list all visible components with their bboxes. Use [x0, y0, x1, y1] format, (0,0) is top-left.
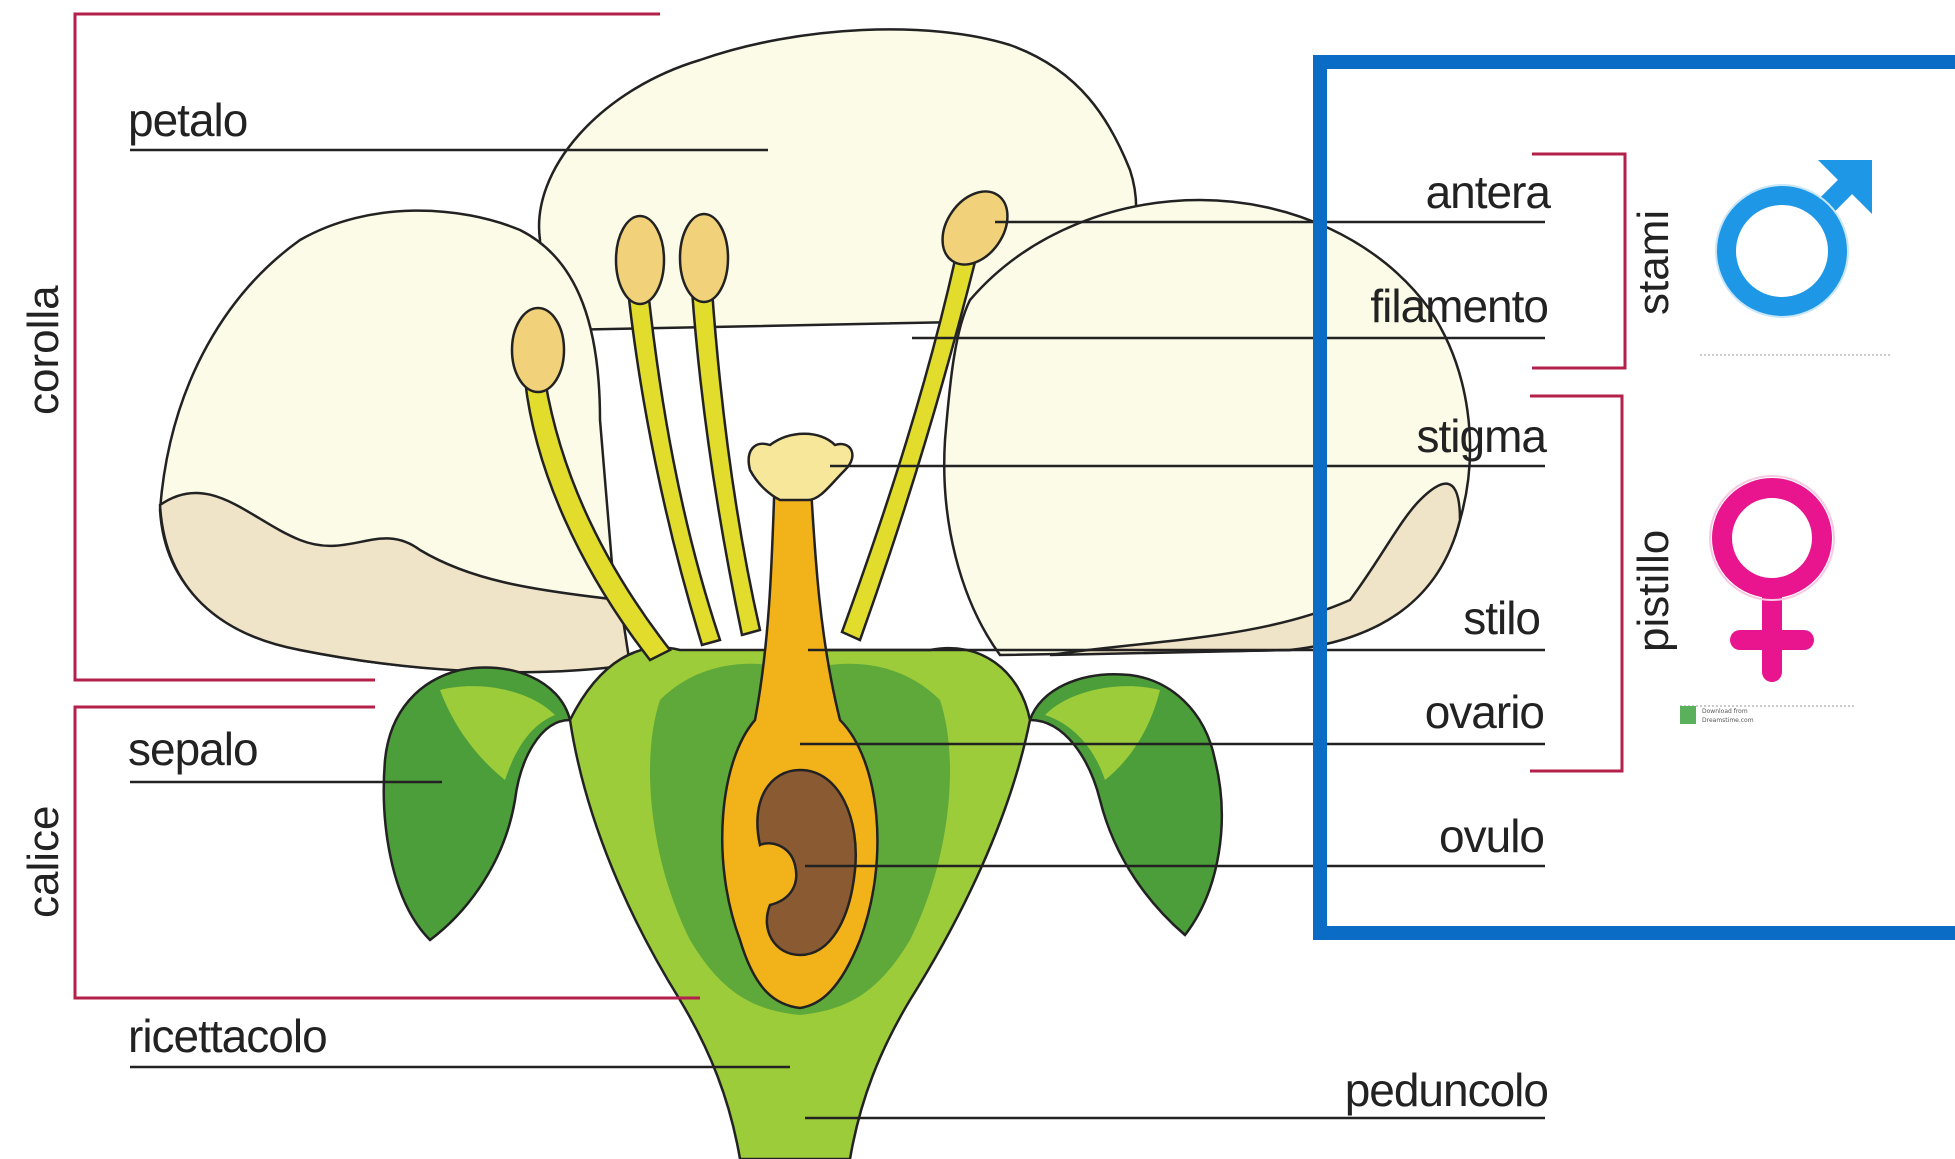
label-antera: antera: [1426, 166, 1552, 218]
male-symbol-icon: [1716, 160, 1872, 317]
watermark: Download from Dreamstime.com: [1680, 706, 1754, 724]
label-calice: calice: [19, 806, 68, 919]
label-ricettacolo: ricettacolo: [128, 1010, 327, 1062]
label-ovario: ovario: [1425, 686, 1544, 738]
label-pistillo: pistillo: [1629, 530, 1678, 652]
label-peduncolo: peduncolo: [1345, 1064, 1548, 1116]
label-ovulo: ovulo: [1439, 810, 1544, 862]
watermark-line1: Download from: [1702, 708, 1748, 715]
female-symbol-icon: [1710, 476, 1834, 672]
label-petalo: petalo: [128, 94, 247, 146]
anther-3: [680, 214, 728, 302]
label-corolla: corolla: [19, 285, 68, 415]
label-stilo: stilo: [1463, 592, 1540, 644]
watermark-line2: Dreamstime.com: [1702, 717, 1754, 724]
label-sepalo: sepalo: [128, 723, 258, 775]
label-stami: stami: [1629, 210, 1678, 315]
right-brackets: [1530, 154, 1625, 771]
anther-1: [512, 308, 564, 392]
label-filamento: filamento: [1370, 280, 1548, 332]
anther-2: [616, 216, 664, 304]
label-stigma: stigma: [1417, 410, 1548, 462]
